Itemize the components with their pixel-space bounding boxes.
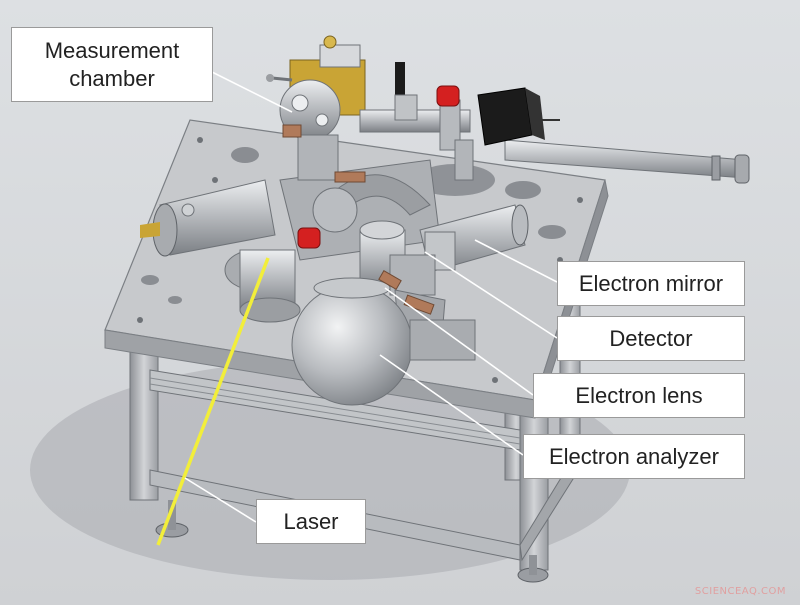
laser-beam: [156, 257, 270, 546]
label-electron-analyzer-text: Electron analyzer: [549, 443, 719, 469]
label-detector-text: Detector: [609, 325, 693, 351]
label-measurement-chamber-text: Measurement chamber: [44, 38, 180, 91]
label-electron-mirror-text: Electron mirror: [578, 270, 724, 296]
label-measurement-chamber: Measurement chamber: [11, 27, 213, 102]
support-block: [409, 319, 476, 361]
label-electron-analyzer: Electron analyzer: [523, 434, 745, 479]
measurement-chamber-part: [266, 35, 560, 183]
long-rod: [504, 139, 750, 184]
electron-mirror-part: [419, 204, 529, 273]
label-electron-lens: Electron lens: [533, 373, 745, 418]
label-electron-mirror: Electron mirror: [557, 261, 745, 306]
red-caps: [297, 85, 460, 249]
label-detector: Detector: [557, 316, 745, 361]
label-laser-text: Laser: [283, 508, 339, 534]
electron-analyzer-sphere: [291, 277, 413, 406]
left-chamber: [140, 179, 276, 257]
label-laser: Laser: [256, 499, 366, 544]
copper-fittings: [378, 269, 435, 315]
label-electron-lens-text: Electron lens: [575, 382, 703, 408]
watermark: SCIENCEAQ.COM: [694, 586, 786, 597]
leader-lines: [184, 71, 558, 523]
